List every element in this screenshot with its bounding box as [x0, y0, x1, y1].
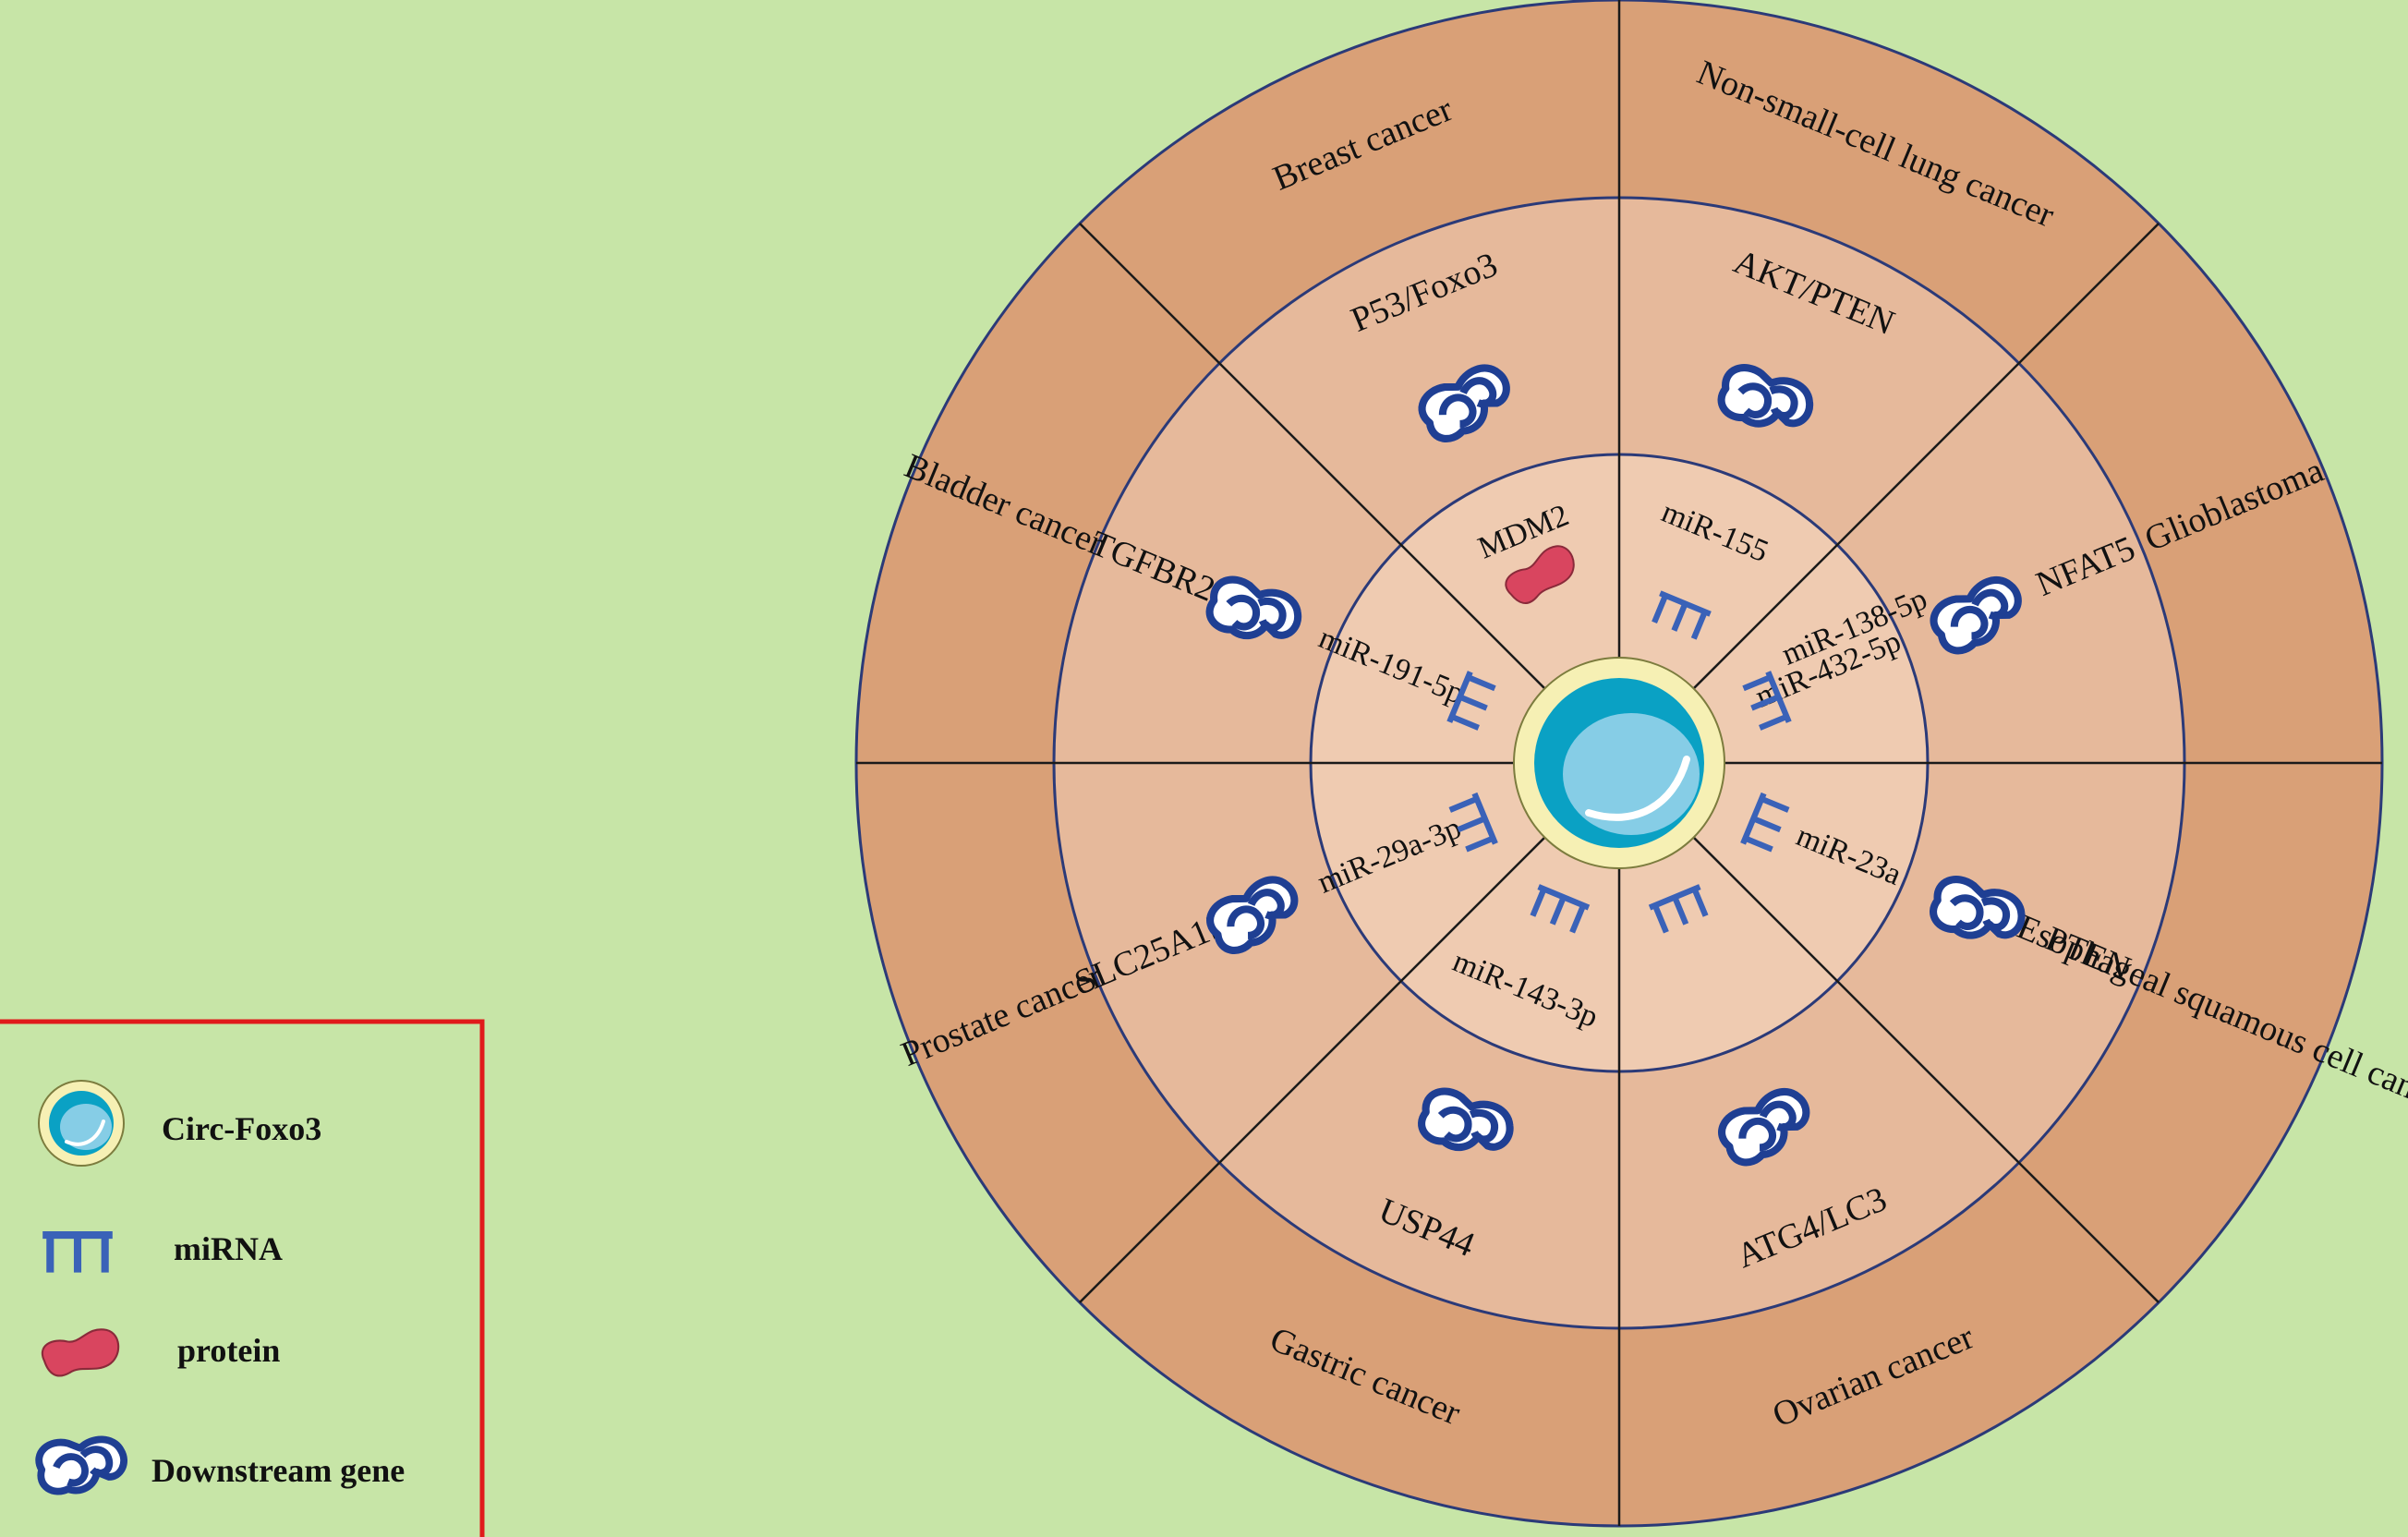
cancer-sector — [856, 763, 1220, 1303]
legend: Circ-Foxo3 miRNA protein Downstream gene — [0, 1019, 485, 1537]
protein-icon — [41, 1328, 120, 1377]
cancer-sector — [856, 223, 1220, 763]
cancer-sector — [1079, 0, 1619, 364]
mirna-icon — [42, 1235, 113, 1273]
circ-foxo3-center-icon — [1513, 657, 1725, 869]
sector-divider — [1691, 223, 2160, 691]
cancer-sector — [1619, 0, 2160, 364]
legend-label-mirna: miRNA — [174, 1230, 283, 1267]
cancer-sector — [2018, 763, 2382, 1303]
legend-label-protein: protein — [177, 1332, 280, 1369]
cancer-sector — [2018, 223, 2382, 763]
legend-label-downstream-gene: Downstream gene — [151, 1452, 405, 1489]
downstream-gene-icon — [39, 1439, 124, 1491]
cancer-sector — [1619, 1162, 2160, 1526]
cancer-sector — [1079, 1162, 1619, 1526]
sector-divider — [1079, 835, 1547, 1303]
sector-divider — [1691, 835, 2160, 1303]
legend-label-circ-foxo3: Circ-Foxo3 — [162, 1110, 321, 1147]
sector-dividers — [854, 0, 2384, 1528]
cancer-ring — [856, 0, 2382, 1526]
circ-rna-icon — [38, 1080, 125, 1167]
sector-divider — [1079, 223, 1547, 691]
